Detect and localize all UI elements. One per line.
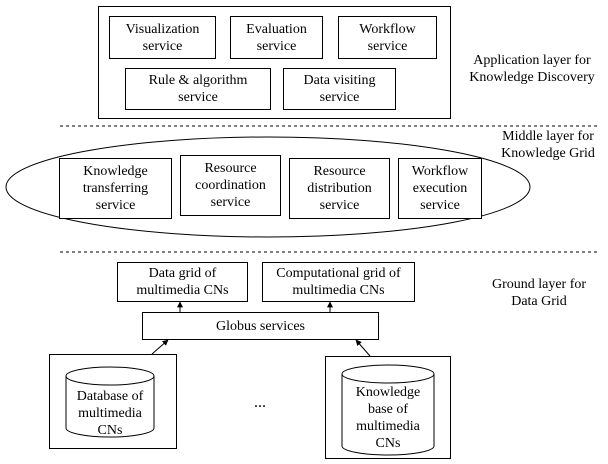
knowledge-transferring-service-box: Knowledge transferring service — [59, 158, 172, 219]
ground-layer-label: Ground layer for Data Grid — [491, 277, 587, 309]
data-visiting-service-box: Data visiting service — [283, 68, 396, 110]
arrow-db-to-globus — [151, 339, 169, 355]
application-layer-frame — [98, 6, 451, 119]
resource-coordination-service-box: Resource coordination service — [180, 155, 281, 216]
workflow-service-box: Workflow service — [338, 16, 437, 59]
data-grid-box: Data grid of multimedia CNs — [117, 262, 248, 302]
computational-grid-box: Computational grid of multimedia CNs — [262, 262, 415, 302]
knowledge-base-frame — [325, 356, 451, 459]
ellipsis-text: ... — [254, 394, 266, 411]
application-layer-label: Application layer for Knowledge Discover… — [469, 53, 595, 85]
globus-services-box: Globus services — [142, 312, 379, 340]
arrow-kb-to-globus — [355, 339, 371, 357]
visualization-service-box: Visualization service — [109, 16, 216, 59]
knowledge-base-label: Knowledge base of multimedia CNs — [355, 385, 421, 451]
database-label: Database of multimedia CNs — [76, 389, 144, 438]
evaluation-service-box: Evaluation service — [230, 16, 323, 59]
database-frame — [49, 354, 177, 449]
database-cylinder — [65, 366, 155, 438]
knowledge-base-cylinder — [341, 364, 435, 456]
rule-algorithm-service-box: Rule & algorithm service — [125, 68, 271, 110]
workflow-execution-service-box: Workflow execution service — [398, 158, 482, 219]
middle-layer-ellipse — [5, 136, 531, 238]
resource-distribution-service-box: Resource distribution service — [289, 158, 390, 219]
middle-layer-label: Middle layer for Knowledge Grid — [501, 129, 595, 161]
